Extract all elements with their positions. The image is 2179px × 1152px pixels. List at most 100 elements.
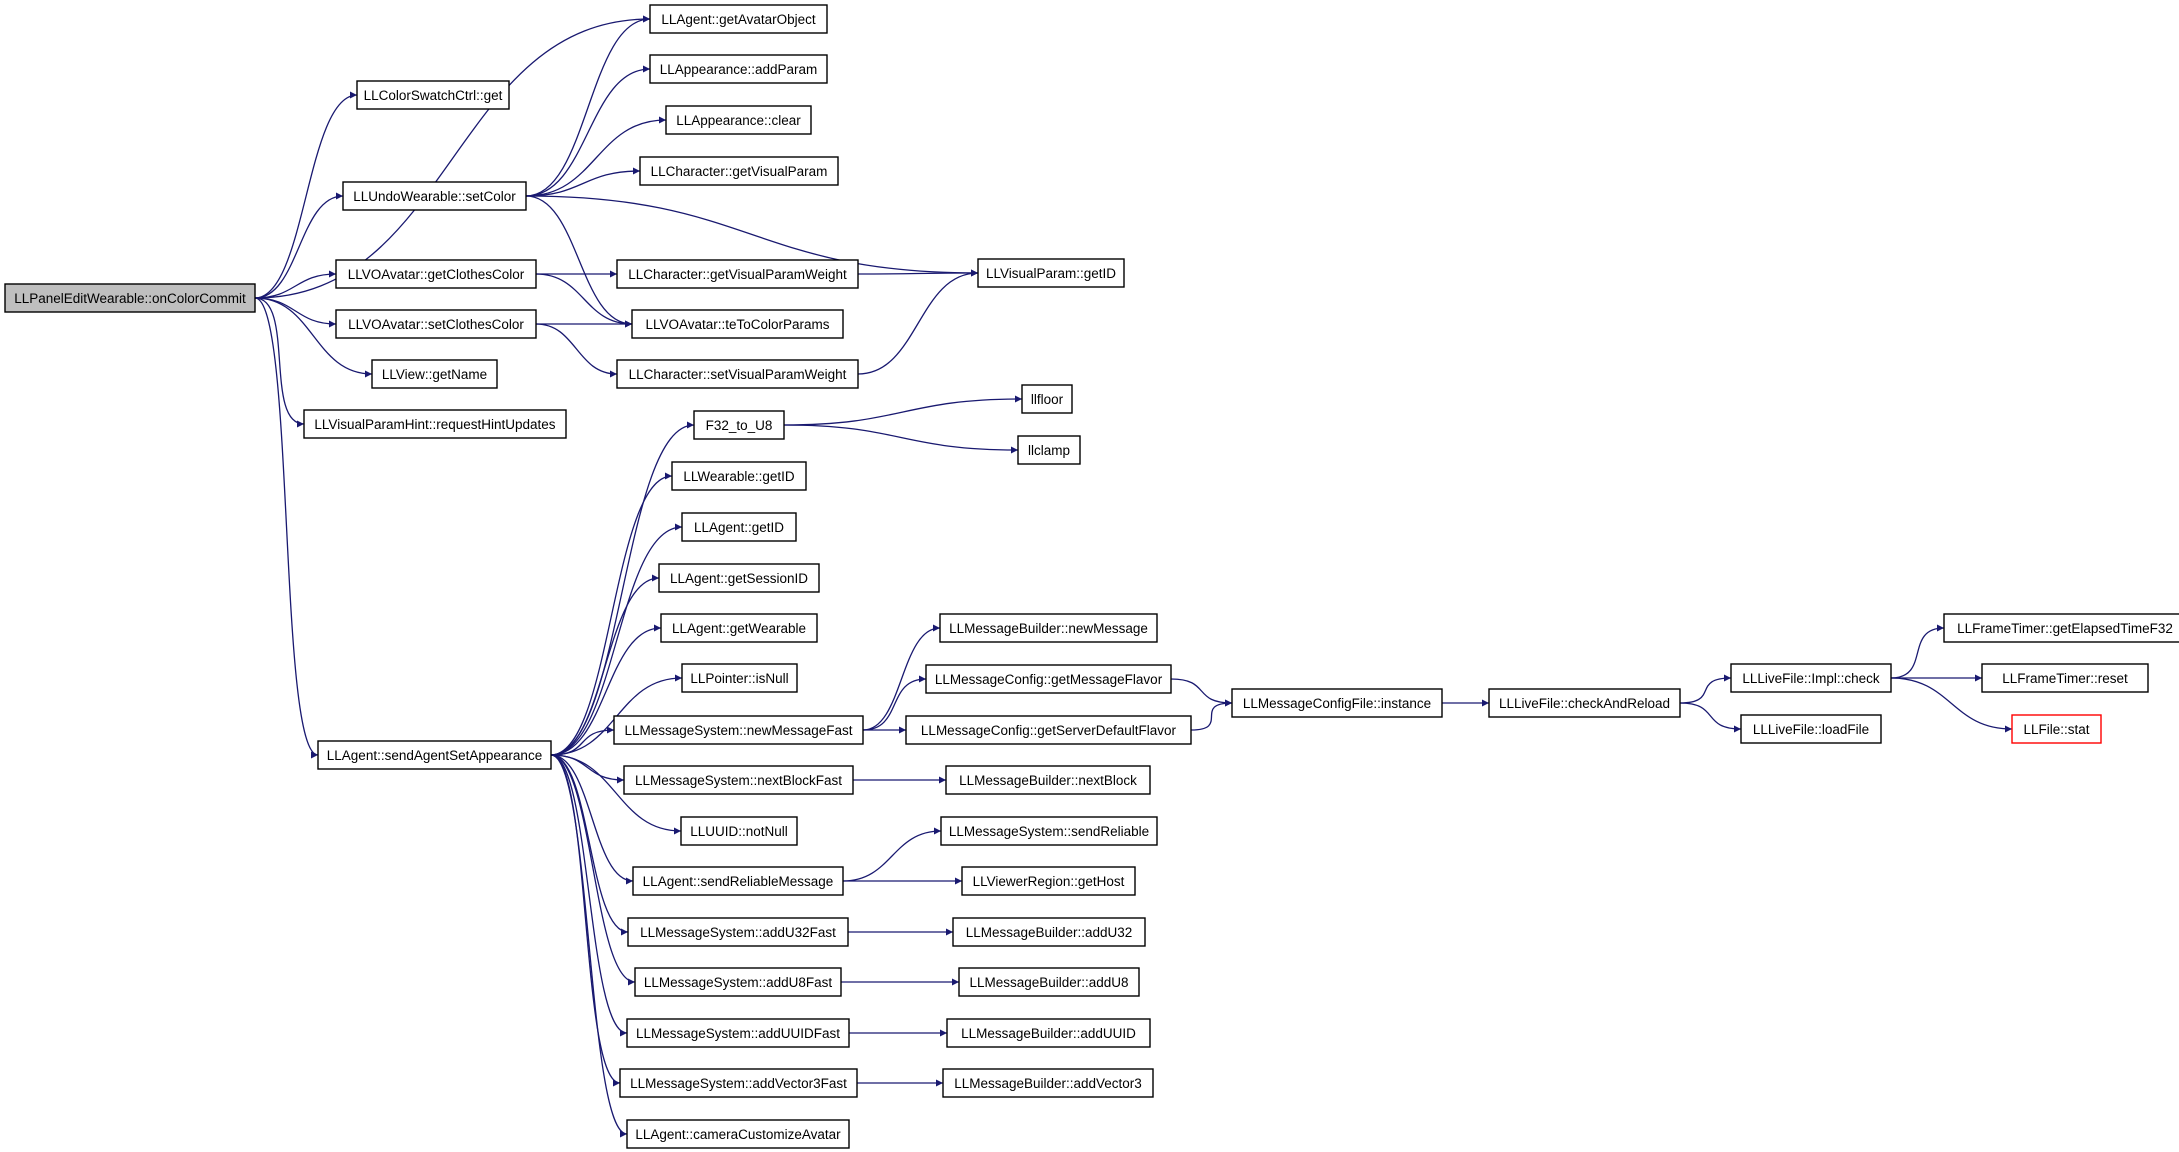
node-box — [356, 80, 510, 110]
node-lllivefile-loadfile[interactable]: LLLiveFile::loadFile — [1740, 714, 1882, 744]
node-lllivefile-impl-check[interactable]: LLLiveFile::Impl::check — [1730, 663, 1892, 693]
node-label: LLView::getName — [382, 367, 487, 382]
node-llwearable-getid[interactable]: LLWearable::getID — [671, 461, 807, 491]
node-llmessagebuilder-nextblock[interactable]: LLMessageBuilder::nextBlock — [945, 765, 1151, 795]
node-llcharacter-setvisualparamweight[interactable]: LLCharacter::setVisualParamWeight — [616, 359, 859, 389]
node-label: F32_to_U8 — [706, 418, 773, 433]
node-llmessageconfigfile-instance[interactable]: LLMessageConfigFile::instance — [1231, 688, 1443, 718]
node-llpaneleditwearable-oncolorcommit[interactable]: LLPanelEditWearable::onColorCommit — [4, 283, 256, 313]
node-label: llfloor — [1031, 392, 1064, 407]
node-llframetimer-reset[interactable]: LLFrameTimer::reset — [1981, 663, 2149, 693]
node-llappearance-clear[interactable]: LLAppearance::clear — [665, 105, 812, 135]
edge-n7-n39 — [550, 754, 634, 885]
node-llagent-sendreliablemessage[interactable]: LLAgent::sendReliableMessage — [632, 866, 844, 896]
node-label: LLWearable::getID — [683, 469, 795, 484]
node-box — [693, 410, 785, 440]
edge-n4-n15 — [535, 323, 618, 378]
node-llmessagesystem-newmessagefast[interactable]: LLMessageSystem::newMessageFast — [613, 715, 864, 745]
node-label: LLColorSwatchCtrl::get — [364, 88, 503, 103]
node-llmessagebuilder-addu32[interactable]: LLMessageBuilder::addU32 — [952, 917, 1146, 947]
node-label: LLFrameTimer::getElapsedTimeF32 — [1957, 621, 2173, 636]
edge-n16-n17 — [783, 395, 1023, 426]
node-label: LLMessageSystem::newMessageFast — [624, 723, 852, 738]
node-llclamp[interactable]: llclamp — [1017, 435, 1081, 465]
node-label: LLCharacter::setVisualParamWeight — [629, 367, 847, 382]
node-box — [632, 866, 844, 896]
node-llview-getname[interactable]: LLView::getName — [371, 359, 498, 389]
node-llagent-getsessionid[interactable]: LLAgent::getSessionID — [658, 563, 820, 593]
node-llagent-getwearable[interactable]: LLAgent::getWearable — [660, 613, 818, 643]
node-llmessagebuilder-adduuid[interactable]: LLMessageBuilder::addUUID — [946, 1018, 1151, 1048]
node-box — [371, 359, 498, 389]
node-llframetimer-getelapsedtimef32[interactable]: LLFrameTimer::getElapsedTimeF32 — [1943, 613, 2179, 643]
edge-n29-n31 — [1679, 702, 1742, 733]
node-llpointer-isnull[interactable]: LLPointer::isNull — [681, 663, 798, 693]
node-llvoavatar-tetocolorparams[interactable]: LLVOAvatar::teToColorParams — [631, 309, 844, 339]
node-llappearance-addparam[interactable]: LLAppearance::addParam — [649, 54, 828, 84]
node-llagent-getid[interactable]: LLAgent::getID — [681, 512, 797, 542]
node-llcolorswatchctrl-get[interactable]: LLColorSwatchCtrl::get — [356, 80, 510, 110]
node-llmessagesystem-addvector3fast[interactable]: LLMessageSystem::addVector3Fast — [619, 1068, 858, 1098]
node-label: LLMessageBuilder::addU8 — [969, 975, 1128, 990]
node-llmessagebuilder-addu8[interactable]: LLMessageBuilder::addU8 — [958, 967, 1140, 997]
node-lllivefile-checkandreload[interactable]: LLLiveFile::checkAndReload — [1488, 688, 1681, 718]
node-llundowearable-setcolor[interactable]: LLUndoWearable::setColor — [342, 181, 527, 211]
node-box — [905, 715, 1192, 745]
node-llmessagesystem-adduuidfast[interactable]: LLMessageSystem::addUUIDFast — [626, 1018, 850, 1048]
node-box — [1021, 384, 1073, 414]
node-llmessagebuilder-newmessage[interactable]: LLMessageBuilder::newMessage — [939, 613, 1158, 643]
node-box — [649, 54, 828, 84]
edge-n24-n25 — [862, 624, 941, 731]
node-llmessagebuilder-addvector3[interactable]: LLMessageBuilder::addVector3 — [942, 1068, 1154, 1098]
node-llvoavatar-setclothescolor[interactable]: LLVOAvatar::setClothesColor — [335, 309, 537, 339]
edge-n0-n7 — [254, 297, 319, 759]
node-box — [619, 1068, 858, 1098]
node-llagent-cameracustomizeavatar[interactable]: LLAgent::cameraCustomizeAvatar — [626, 1119, 850, 1149]
node-box — [660, 613, 818, 643]
node-llmessagesystem-sendreliable[interactable]: LLMessageSystem::sendReliable — [940, 816, 1158, 846]
node-llcharacter-getvisualparamweight[interactable]: LLCharacter::getVisualParamWeight — [616, 259, 859, 289]
node-label: LLMessageSystem::addVector3Fast — [630, 1076, 847, 1091]
node-llvisualparam-getid[interactable]: LLVisualParam::getID — [977, 258, 1125, 288]
edge-n0-n1 — [254, 91, 358, 299]
node-label: LLAppearance::addParam — [660, 62, 818, 77]
node-llmessagesystem-addu8fast[interactable]: LLMessageSystem::addU8Fast — [634, 967, 842, 997]
edge-n15-n12 — [857, 269, 979, 375]
node-box — [945, 765, 1151, 795]
call-nodes: LLPanelEditWearable::onColorCommit LLColo… — [4, 4, 2179, 1149]
node-llfloor[interactable]: llfloor — [1021, 384, 1073, 414]
node-llmessageconfig-getserverdefaultflavor[interactable]: LLMessageConfig::getServerDefaultFlavor — [905, 715, 1192, 745]
node-box — [958, 967, 1140, 997]
node-box — [658, 563, 820, 593]
node-label: LLAgent::getAvatarObject — [661, 12, 816, 27]
node-box — [940, 816, 1158, 846]
node-llagent-getavatarobject[interactable]: LLAgent::getAvatarObject — [649, 4, 828, 34]
node-llvoavatar-getclothescolor[interactable]: LLVOAvatar::getClothesColor — [335, 259, 537, 289]
node-llvisualparamhint-requesthintupdates[interactable]: LLVisualParamHint::requestHintUpdates — [303, 409, 567, 439]
edge-n7-n21 — [550, 574, 660, 756]
node-llmessagesystem-addu32fast[interactable]: LLMessageSystem::addU32Fast — [627, 917, 849, 947]
node-label: LLCharacter::getVisualParamWeight — [628, 267, 847, 282]
node-llmessagesystem-nextblockfast[interactable]: LLMessageSystem::nextBlockFast — [623, 765, 854, 795]
node-box — [616, 359, 859, 389]
node-box — [952, 917, 1146, 947]
edge-n24-n26 — [862, 675, 927, 731]
node-llagent-sendagentsetappearance[interactable]: LLAgent::sendAgentSetAppearance — [317, 740, 552, 770]
node-lluuid-notnull[interactable]: LLUUID::notNull — [680, 816, 798, 846]
node-label: LLMessageSystem::addUUIDFast — [636, 1026, 840, 1041]
node-box — [4, 283, 256, 313]
node-label: LLVOAvatar::teToColorParams — [645, 317, 829, 332]
node-box — [335, 259, 537, 289]
edge-n27-n28 — [1190, 699, 1233, 731]
node-f32-to-u8[interactable]: F32_to_U8 — [693, 410, 785, 440]
node-box — [623, 765, 854, 795]
node-llviewerregion-gethost[interactable]: LLViewerRegion::getHost — [961, 866, 1136, 896]
node-llcharacter-getvisualparam[interactable]: LLCharacter::getVisualParam — [639, 156, 839, 186]
node-llfile-stat[interactable]: LLFile::stat — [2011, 714, 2102, 744]
node-label: LLUUID::notNull — [690, 824, 788, 839]
node-label: LLMessageSystem::addU32Fast — [640, 925, 836, 940]
edge-n30-n32 — [1890, 624, 1945, 679]
node-box — [1981, 663, 2149, 693]
node-box — [961, 866, 1136, 896]
node-llmessageconfig-getmessageflavor[interactable]: LLMessageConfig::getMessageFlavor — [925, 664, 1172, 694]
